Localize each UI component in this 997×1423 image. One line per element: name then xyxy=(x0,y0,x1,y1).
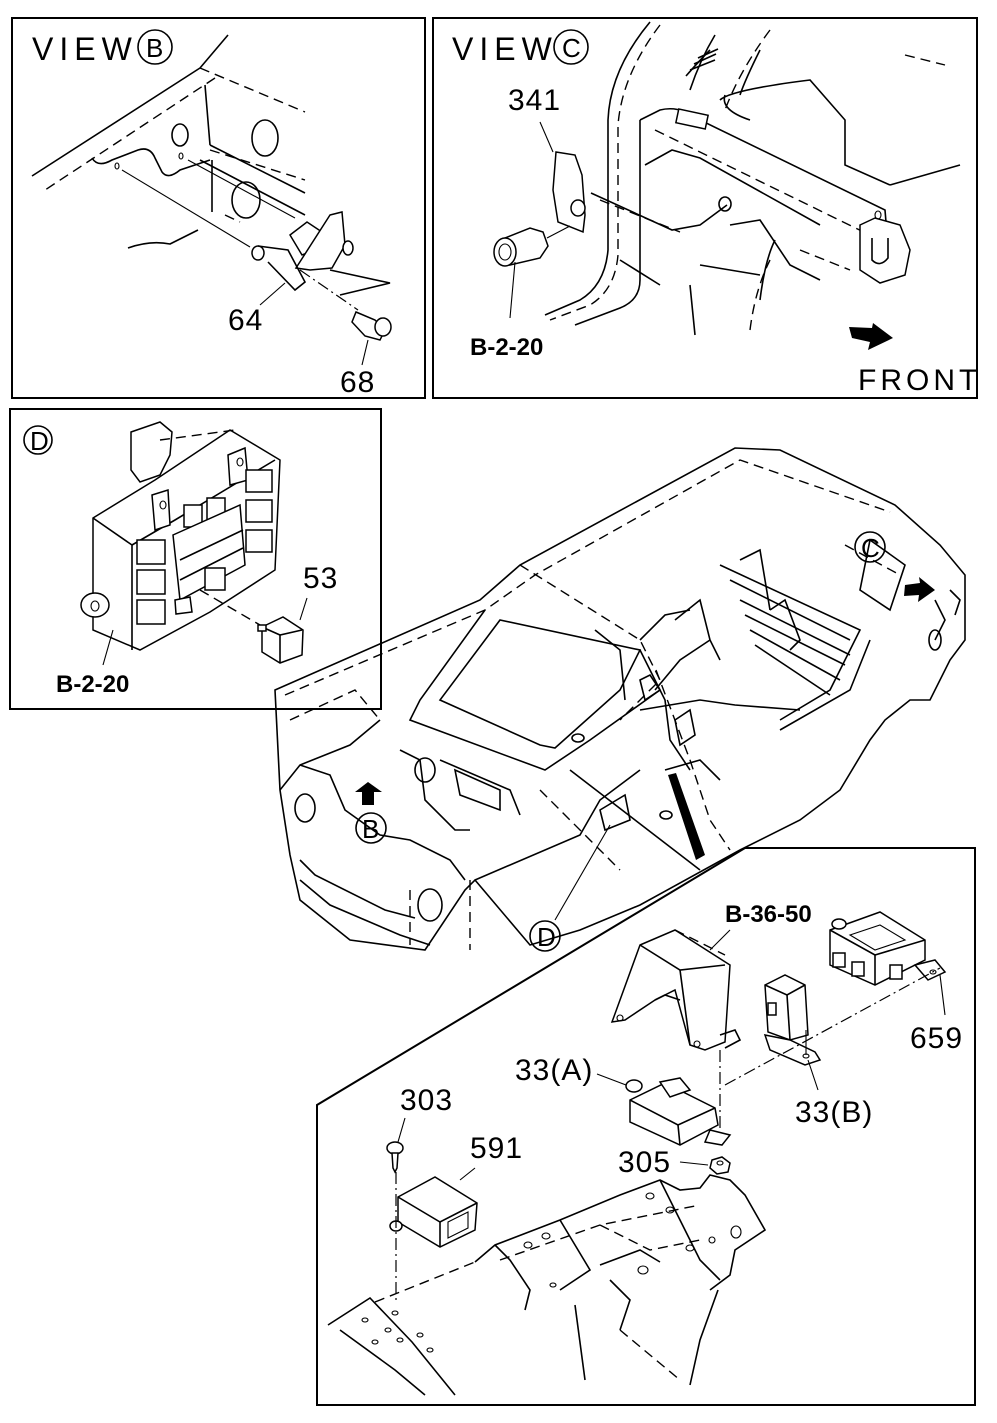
unit-33a-illustration xyxy=(625,1077,732,1146)
body-marker-c-circle xyxy=(854,531,886,563)
leader-33b xyxy=(807,1059,819,1091)
leader-d xyxy=(554,824,611,921)
part-number-33b: 33(B) xyxy=(795,1096,873,1129)
view-b-title: VIEW xyxy=(32,31,138,67)
view-d-marker: D xyxy=(30,426,49,456)
leader-b-2-20-d xyxy=(102,629,114,666)
part-number-33a: 33(A) xyxy=(515,1054,593,1087)
part-number-341: 341 xyxy=(508,84,561,117)
body-marker-d: D xyxy=(537,922,556,952)
panel-frame xyxy=(11,17,426,399)
view-d-marker-circle xyxy=(23,425,53,455)
panel-view-b: VIEW B xyxy=(11,17,426,399)
leader-305 xyxy=(679,1161,709,1166)
body-marker-b: B xyxy=(362,814,379,844)
assembly-line xyxy=(724,967,941,1086)
leader-53 xyxy=(299,597,308,621)
leader-591 xyxy=(459,1167,476,1181)
frame-structure-illustration xyxy=(31,34,306,249)
leader-303 xyxy=(397,1117,406,1143)
part-number-591: 591 xyxy=(470,1132,523,1165)
nut-305-illustration xyxy=(709,1156,731,1175)
bolt-68-illustration xyxy=(299,269,392,341)
front-arrow-icon xyxy=(849,323,893,350)
unit-33b-illustration xyxy=(763,974,822,1066)
unit-659-illustration xyxy=(829,911,947,986)
body-marker-d-circle xyxy=(529,920,561,952)
part-number-303: 303 xyxy=(400,1084,453,1117)
view-b-marker-circle xyxy=(137,29,173,65)
pointer-wedge xyxy=(668,773,705,860)
quarter-panel-illustration xyxy=(544,21,961,336)
panel-view-c: VIEW C xyxy=(432,17,981,399)
view-c-direction-arrow-icon xyxy=(904,577,935,602)
front-direction-label: FRONT xyxy=(858,364,981,397)
bracket-cover-illustration xyxy=(610,929,742,1051)
screw-303-illustration xyxy=(386,1141,404,1174)
relay-53-illustration xyxy=(199,589,304,664)
view-c-marker: C xyxy=(562,33,581,63)
leader-341 xyxy=(539,121,554,153)
panel-console-detail: B-36-50 xyxy=(316,847,976,1406)
view-c-title: VIEW xyxy=(452,31,558,67)
part-number-64: 64 xyxy=(228,304,263,337)
body-marker-b-circle xyxy=(355,812,387,844)
reference-b-2-20: B-2-20 xyxy=(470,334,543,361)
panel-frame xyxy=(9,408,382,710)
part-number-53: 53 xyxy=(303,562,338,595)
reference-b-36-50: B-36-50 xyxy=(725,901,812,928)
part-341-bracket-illustration xyxy=(552,151,732,234)
socket-b-2-20-illustration xyxy=(493,225,571,267)
leader-b-36-50 xyxy=(709,929,731,951)
part-number-305: 305 xyxy=(618,1146,671,1179)
reference-b-2-20-d: B-2-20 xyxy=(56,671,129,698)
leader-b-2-20 xyxy=(509,261,516,319)
panel-frame xyxy=(316,847,976,1406)
part-number-68: 68 xyxy=(340,366,375,399)
leader-33a xyxy=(596,1073,627,1086)
vehicle-body-illustration: B C D xyxy=(274,447,966,952)
panel-view-d: D xyxy=(9,408,382,710)
unit-591-illustration xyxy=(389,1176,478,1248)
view-c-marker-circle xyxy=(553,29,589,65)
leader-659 xyxy=(939,974,946,1016)
floor-tunnel-illustration xyxy=(327,1174,767,1396)
view-b-direction-arrow-icon xyxy=(355,782,382,805)
view-b-marker: B xyxy=(146,33,163,63)
part-number-659: 659 xyxy=(910,1022,963,1055)
panel-frame xyxy=(432,17,978,399)
leader-68 xyxy=(361,339,369,366)
bracket-64-illustration xyxy=(121,159,391,296)
leader-64 xyxy=(259,282,286,306)
emblem-detail xyxy=(685,48,719,77)
body-marker-c: C xyxy=(861,533,880,563)
fuse-box-illustration xyxy=(80,421,281,651)
